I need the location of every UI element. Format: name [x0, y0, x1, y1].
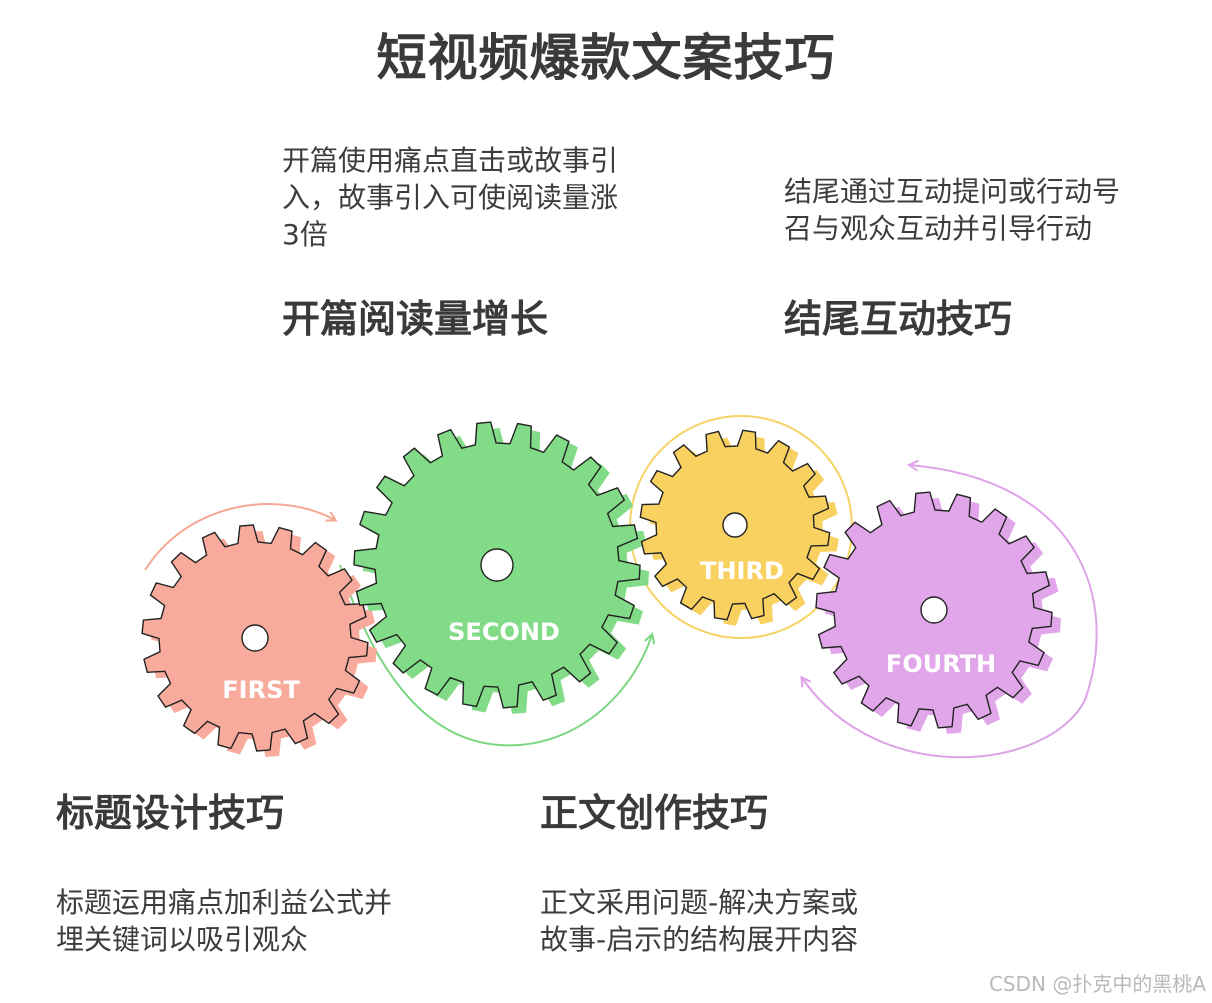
- fourth-top-arc-arrow: [910, 465, 1098, 701]
- third-description-line-2: 故事-启示的结构展开内容: [540, 923, 859, 956]
- second-gear: SECOND: [353, 421, 649, 714]
- third-description: 正文采用问题-解决方案或 故事-启示的结构展开内容: [540, 884, 858, 958]
- first-description: 标题运用痛点加利益公式并 埋关键词以吸引观众: [56, 884, 392, 958]
- fourth-heading: 结尾互动技巧: [784, 297, 1013, 341]
- fourth-description-line-2: 召与观众互动并引导行动: [784, 212, 1093, 245]
- first-description-line-2: 埋关键词以吸引观众: [56, 923, 309, 956]
- second-gear-label: SECOND: [448, 618, 560, 646]
- third-gear: THIRD: [639, 429, 839, 626]
- first-gear: FIRST: [141, 524, 377, 757]
- second-heading: 开篇阅读量增长: [282, 297, 549, 341]
- fourth-description: 结尾通过互动提问或行动号 召与观众互动并引导行动: [784, 173, 1120, 247]
- first-arc-arrow: [144, 503, 335, 571]
- fourth-gear: FOURTH: [815, 491, 1061, 734]
- second-description-line-2: 入，故事引入可使阅读量涨: [282, 181, 619, 214]
- third-description-line-1: 正文采用问题-解决方案或: [540, 886, 859, 919]
- first-gear-label: FIRST: [222, 676, 300, 704]
- second-description-line-3: 3倍: [282, 218, 328, 251]
- first-description-line-1: 标题运用痛点加利益公式并: [56, 886, 393, 919]
- page-title: 短视频爆款文案技巧: [376, 29, 836, 87]
- second-description: 开篇使用痛点直击或故事引 入，故事引入可使阅读量涨 3倍: [282, 142, 618, 253]
- third-gear-label: THIRD: [700, 557, 784, 585]
- third-heading: 正文创作技巧: [540, 791, 769, 835]
- first-heading: 标题设计技巧: [56, 791, 285, 835]
- watermark: CSDN @扑克中的黑桃A: [988, 972, 1206, 996]
- second-description-line-1: 开篇使用痛点直击或故事引: [282, 144, 619, 177]
- fourth-bottom-arc-arrow: [802, 678, 1086, 759]
- second-arc-arrow: [339, 564, 652, 747]
- fourth-gear-label: FOURTH: [886, 650, 996, 678]
- fourth-description-line-1: 结尾通过互动提问或行动号: [784, 175, 1121, 208]
